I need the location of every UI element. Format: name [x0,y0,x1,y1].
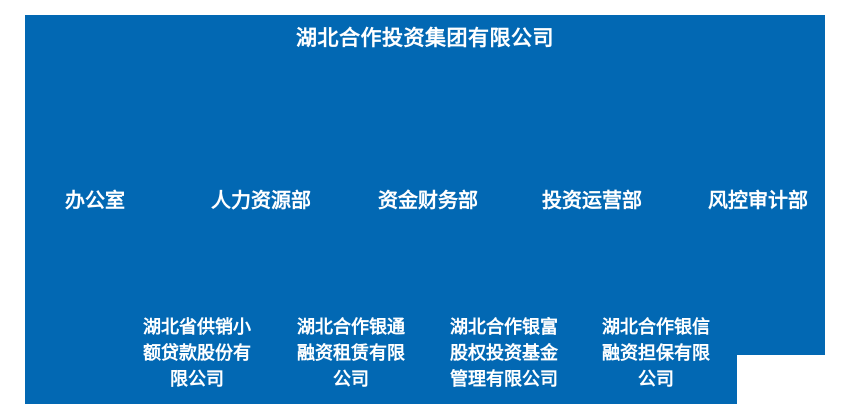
subsidiary-node-guarantee: 湖北合作银信 融资担保有限 公司 [602,317,710,390]
department-node-finance: 资金财务部 [378,188,478,212]
org-chart-panel [25,15,825,404]
department-node-office: 办公室 [65,188,125,212]
department-node-risk-audit: 风控审计部 [708,188,808,212]
department-node-investment-operations: 投资运营部 [542,188,642,212]
subsidiary-node-equity-fund: 湖北合作银富 股权投资基金 管理有限公司 [450,317,558,390]
subsidiary-node-microloan: 湖北省供销小 额贷款股份有 限公司 [143,317,251,390]
group-title: 湖北合作投资集团有限公司 [296,26,554,50]
department-node-human-resources: 人力资源部 [211,188,311,212]
subsidiary-node-leasing: 湖北合作银通 融资租赁有限 公司 [297,317,405,390]
bottom-right-notch [737,355,826,405]
